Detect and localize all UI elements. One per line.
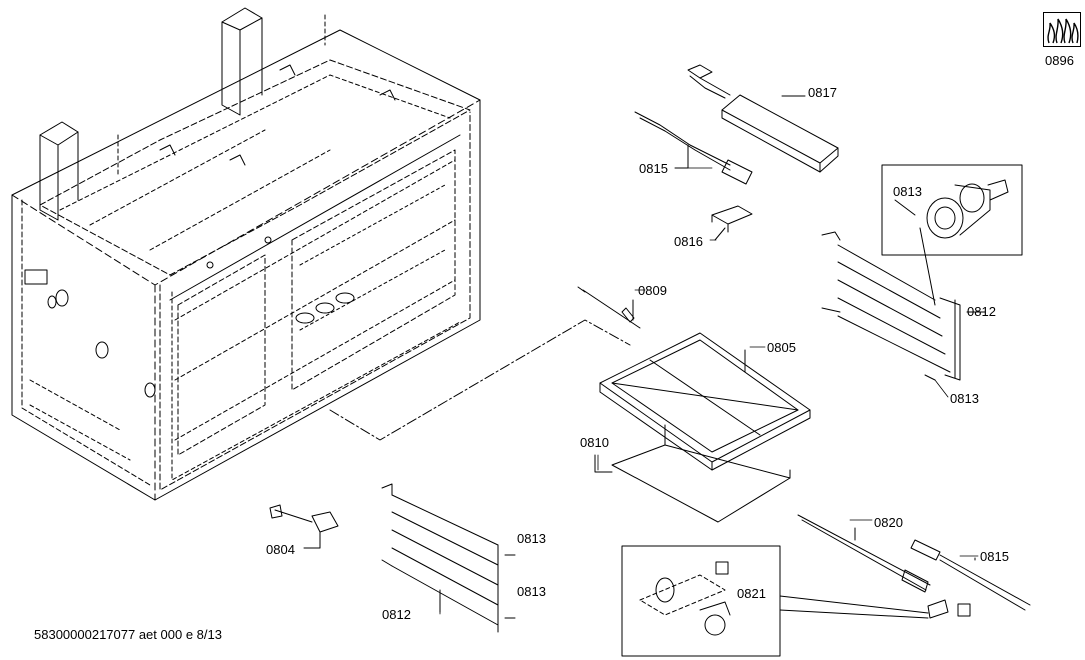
part-0817-heater <box>687 64 839 173</box>
part-0810-panel <box>594 424 791 523</box>
part-0805-tray <box>599 332 811 471</box>
callout-0815-bottom: 0815 <box>980 549 1009 564</box>
part-0815-harness-bottom <box>910 539 1031 611</box>
callout-0813-right: 0813 <box>950 391 979 406</box>
assembly-leader-line <box>329 319 631 441</box>
part-0812-rack-right <box>821 231 986 381</box>
oven-housing <box>11 7 481 501</box>
callout-0813-inset: 0813 <box>893 184 922 199</box>
leader-lines <box>304 167 979 615</box>
part-0821-inset <box>621 545 971 657</box>
callout-0820: 0820 <box>874 515 903 530</box>
callout-0812-right: 0812 <box>967 304 996 319</box>
gas-flame-icon <box>1043 12 1081 47</box>
part-0812-rack-bottom <box>381 483 516 633</box>
callout-0816: 0816 <box>674 234 703 249</box>
callout-0817: 0817 <box>808 85 837 100</box>
symbol-code: 0896 <box>1045 53 1074 68</box>
part-0813-inset <box>881 164 1023 306</box>
callout-0813-bottom-b: 0813 <box>517 584 546 599</box>
part-0815-harness-top <box>634 111 753 185</box>
part-0809-sensor <box>577 286 641 329</box>
callout-0815-top: 0815 <box>639 161 668 176</box>
part-0820-rod <box>797 514 931 593</box>
callout-0821: 0821 <box>737 586 766 601</box>
part-0816-clip <box>711 205 753 241</box>
callout-0813-bottom-a: 0813 <box>517 531 546 546</box>
document-reference: 58300000217077 aet 000 e 8/13 <box>34 627 222 642</box>
callout-0809: 0809 <box>638 283 667 298</box>
callout-0810: 0810 <box>580 435 609 450</box>
callout-0805: 0805 <box>767 340 796 355</box>
callout-0812-bottom: 0812 <box>382 607 411 622</box>
callout-0804: 0804 <box>266 542 295 557</box>
